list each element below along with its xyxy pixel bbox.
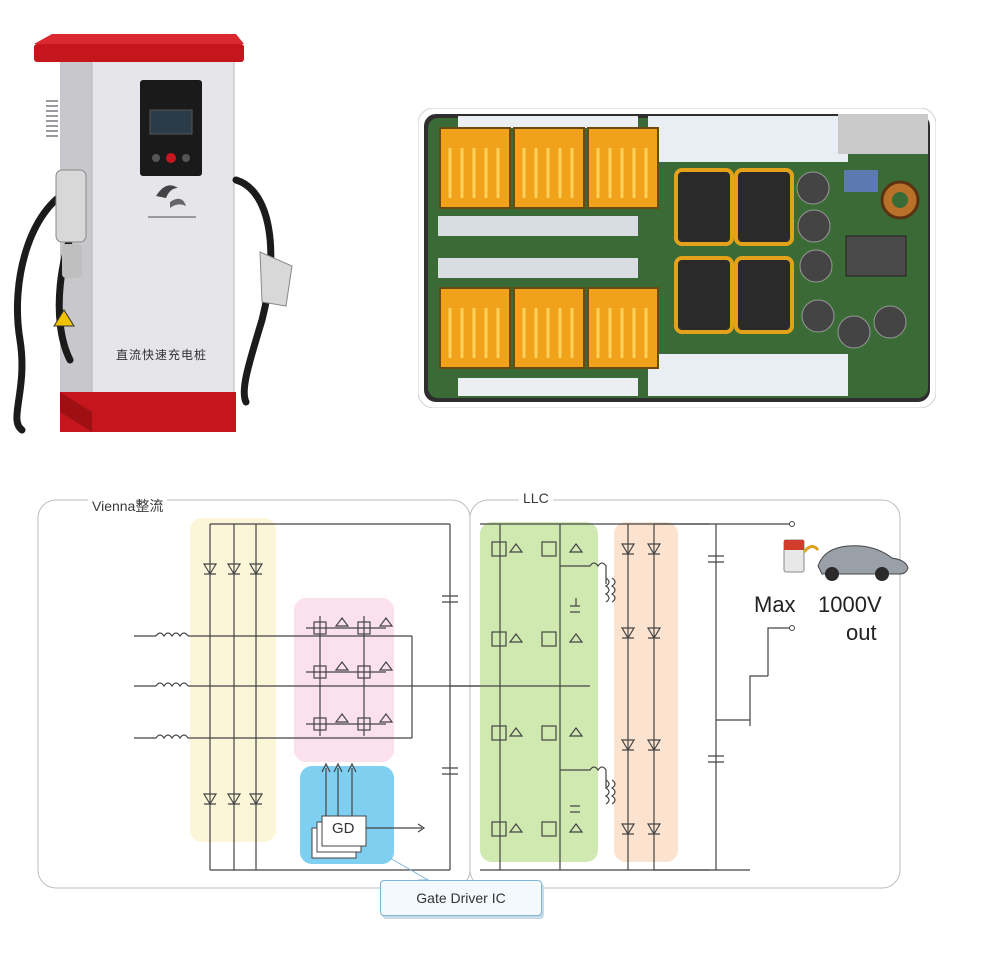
diode-bridge-zone <box>190 518 276 842</box>
pfc-inductors <box>674 168 794 334</box>
transformer-coils-bottom <box>439 287 659 369</box>
vienna-switch-zone <box>294 598 394 762</box>
charging-gun-right <box>259 251 293 307</box>
charging-gun-left <box>55 169 87 278</box>
llc-primary-zone <box>480 522 598 862</box>
gate-driver-ic-callout: Gate Driver IC <box>380 880 542 916</box>
gate-driver-ic-blocks <box>311 815 367 859</box>
charger-panel-text: 直流快速充电桩 <box>116 348 208 362</box>
control-panel <box>140 80 202 176</box>
output-max-label: Max <box>754 592 796 617</box>
llc-resonant-transformers <box>560 562 616 813</box>
brand-logo <box>148 185 196 218</box>
electric-car-icon <box>783 539 909 581</box>
vienna-rectifier-label: Vienna整流 <box>88 496 168 516</box>
circuit-schematic <box>37 499 909 889</box>
output-rectifier-zone <box>614 522 678 862</box>
output-terminal-positive <box>789 521 795 527</box>
transformer-coils-top <box>439 127 659 209</box>
dc-fast-charger-illustration <box>13 34 293 434</box>
gd-block-label: GD <box>332 820 355 837</box>
vienna-bidirectional-switches <box>306 616 480 738</box>
output-rectifier-diodes <box>620 524 662 870</box>
output-terminal-negative <box>789 625 795 631</box>
ac-input-lines <box>134 632 412 740</box>
output-out-label: out <box>846 620 877 645</box>
dc-link-capacitors <box>442 524 480 870</box>
electrolytic-capacitors <box>796 171 907 349</box>
llc-converter-label: LLC <box>519 490 553 506</box>
charging-cable-right <box>232 176 275 406</box>
gate-driver-ic-label: Gate Driver IC <box>416 890 506 906</box>
charger-power-module-board <box>418 108 936 408</box>
output-filter <box>654 523 790 871</box>
gate-driver-signals <box>321 762 426 833</box>
output-voltage-label: 1000V <box>818 592 882 617</box>
common-mode-choke <box>844 170 920 277</box>
heatsink-rails <box>438 114 928 396</box>
callout-pointer <box>389 857 430 881</box>
warning-label <box>53 309 75 327</box>
llc-section-frame <box>469 499 901 889</box>
